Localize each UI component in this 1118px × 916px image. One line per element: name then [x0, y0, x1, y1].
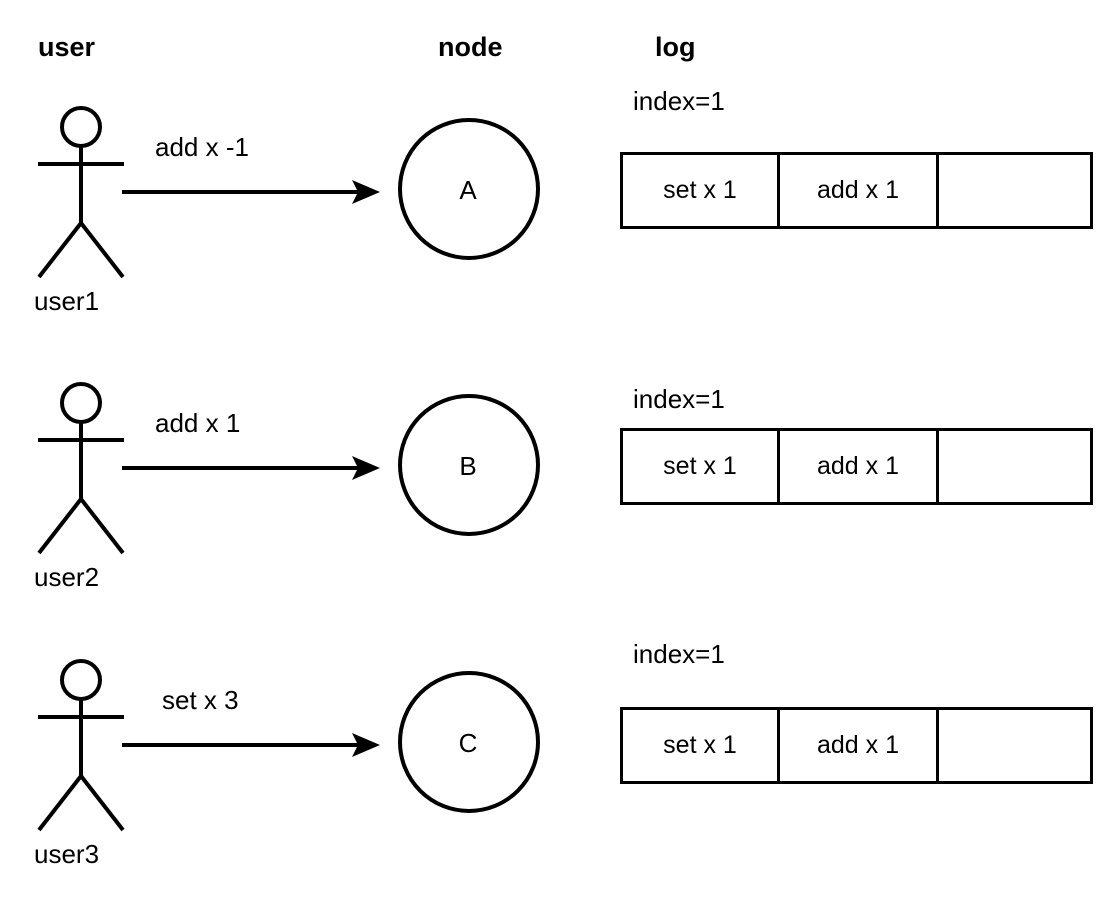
arrow-right-icon	[122, 180, 380, 204]
log-cell[interactable]: set x 1	[623, 431, 780, 502]
message-label: set x 3	[162, 685, 239, 715]
message-label: add x 1	[155, 408, 241, 438]
log-table: set x 1 add x 1	[620, 707, 1093, 784]
column-header-node: node	[438, 32, 503, 62]
node-label: A	[459, 175, 477, 205]
arrow-right-icon	[122, 733, 380, 757]
log-table: set x 1 add x 1	[620, 152, 1093, 229]
node-label: C	[458, 728, 478, 758]
column-header-log: log	[655, 32, 696, 62]
actor-label: user3	[34, 839, 100, 869]
log-table: set x 1 add x 1	[620, 428, 1093, 505]
node-circle	[398, 394, 540, 536]
log-cell[interactable]: set x 1	[623, 155, 780, 226]
log-index-label: index=1	[633, 384, 725, 414]
log-cell[interactable]	[939, 710, 1090, 781]
stick-figure-icon	[37, 382, 125, 555]
node-circle	[398, 118, 540, 260]
log-cell[interactable]: add x 1	[780, 431, 939, 502]
message-label: add x -1	[155, 132, 249, 162]
column-header-user: user	[38, 32, 96, 62]
arrow-right-icon	[122, 456, 380, 480]
node-circle	[398, 671, 540, 813]
log-cell[interactable]	[939, 155, 1090, 226]
log-index-label: index=1	[633, 639, 725, 669]
stick-figure-icon	[37, 659, 125, 832]
log-cell[interactable]	[939, 431, 1090, 502]
log-cell[interactable]: set x 1	[623, 710, 780, 781]
stick-figure-icon	[37, 106, 125, 279]
log-cell[interactable]: add x 1	[780, 710, 939, 781]
log-cell[interactable]: add x 1	[780, 155, 939, 226]
node-label: B	[459, 451, 477, 481]
actor-label: user1	[34, 286, 100, 316]
actor-label: user2	[34, 562, 100, 592]
log-index-label: index=1	[633, 86, 725, 116]
